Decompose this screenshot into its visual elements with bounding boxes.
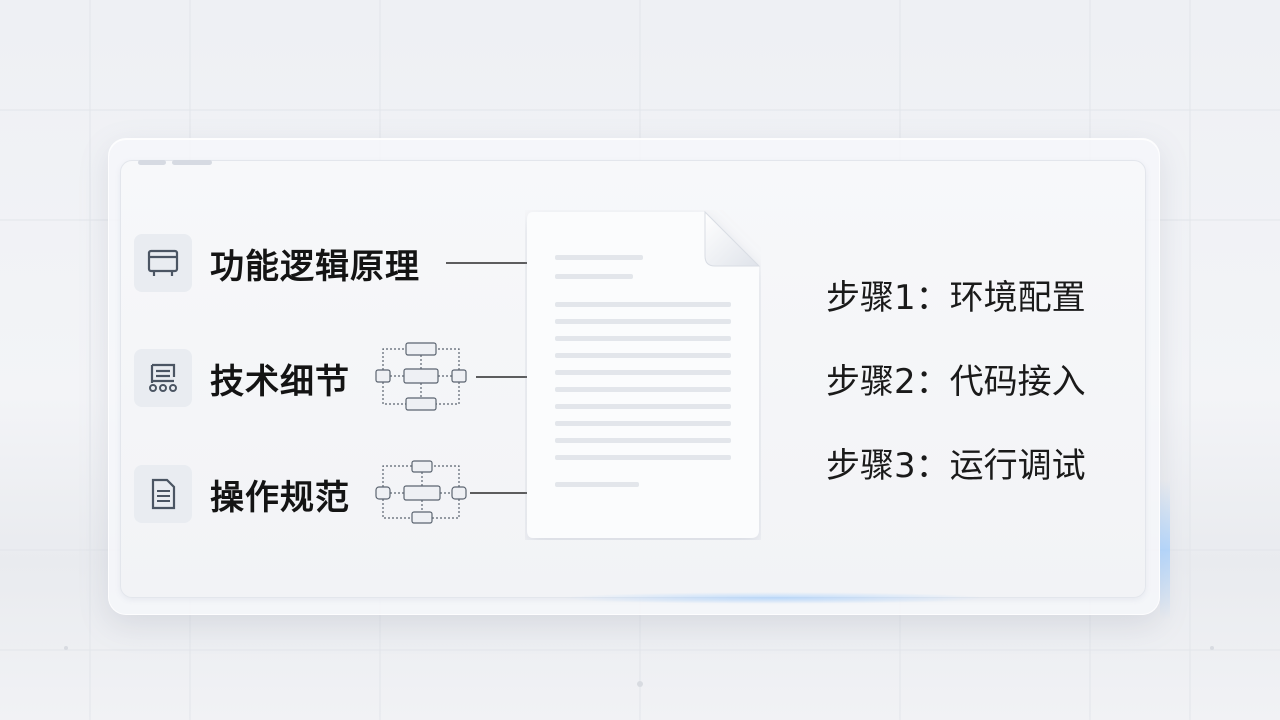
document-text-lines <box>555 255 731 487</box>
step-item: 步骤2：代码接入 <box>826 362 1086 402</box>
window-icon <box>147 249 179 276</box>
item-label: 技术细节 <box>210 361 350 402</box>
step-item: 步骤1：环境配置 <box>826 278 1086 318</box>
step-item: 步骤3：运行调试 <box>826 446 1086 486</box>
panel-header-dash <box>172 160 212 165</box>
glow-accent <box>560 592 990 604</box>
item-operation-spec: 操作规范 <box>134 465 350 523</box>
icon-tile <box>134 349 192 407</box>
icon-tile <box>134 465 192 523</box>
glow-accent <box>1160 480 1170 620</box>
steps-list: 步骤1：环境配置 步骤2：代码接入 步骤3：运行调试 <box>826 272 1086 524</box>
item-tech-details: 技术细节 <box>134 349 350 407</box>
tree-structure-icon <box>149 363 177 392</box>
icon-tile <box>134 234 192 292</box>
item-label: 功能逻辑原理 <box>210 246 420 287</box>
document-page <box>527 210 761 538</box>
item-function-logic: 功能逻辑原理 <box>134 234 420 292</box>
panel-header-dash <box>138 160 166 165</box>
document-icon <box>151 478 176 510</box>
item-label: 操作规范 <box>210 477 350 518</box>
